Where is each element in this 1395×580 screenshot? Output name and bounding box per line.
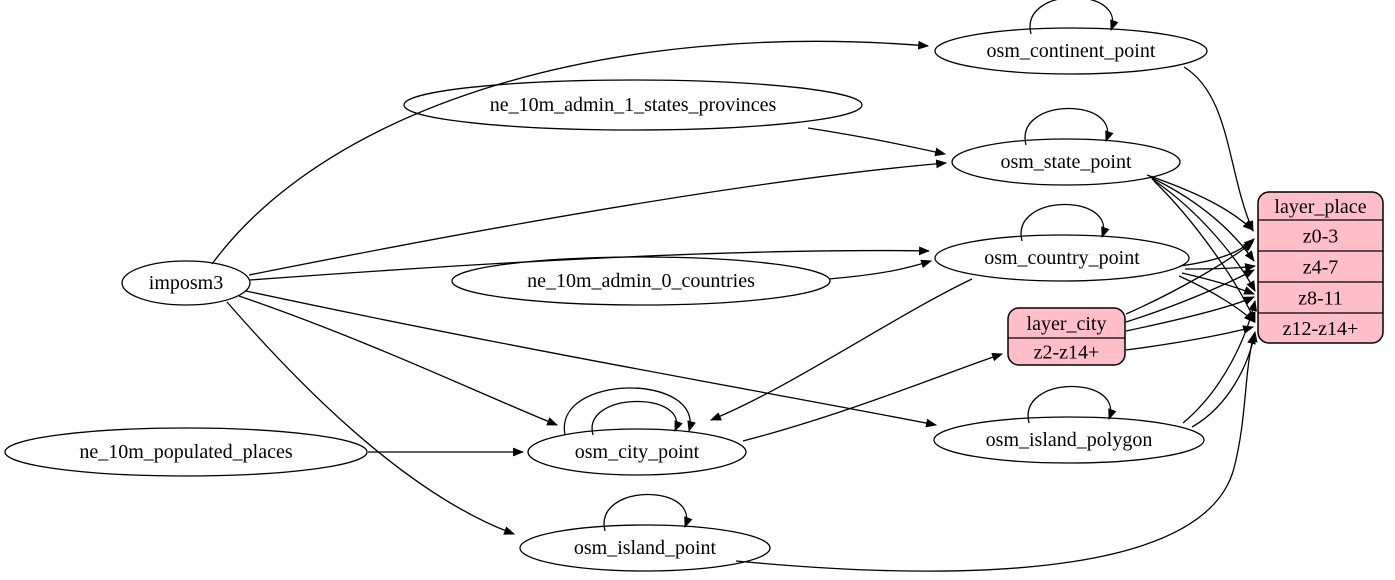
record-row-layer_city-z2-z14+: z2-z14+ [1034,342,1100,364]
edge-osm_state_point-to-layer_place-z0-3 [1146,174,1254,231]
edge-osm_island_polygon-to-layer_place-z12-z14+ [1191,330,1258,428]
node-osm_continent_point [934,27,1208,75]
node-label-osm_city_point: osm_city_point [575,441,700,463]
node-ne_10m_admin_0_countries [451,256,831,306]
edge-osm_state_point-to-layer_place-z8-11 [1151,178,1256,292]
node-ne_10m_populated_places [4,427,368,477]
edge-imposm3-to-osm_city_point [238,295,559,426]
node-label-osm_continent_point: osm_continent_point [987,40,1156,62]
record-row-layer_place-z4-7: z4-7 [1303,257,1339,279]
edge-layer_city-to-layer_place-z4-7 [1125,269,1255,323]
record-layer_place [1257,191,1384,344]
self-loop-osm_state_point [1024,107,1114,146]
edge-imposm3-to-osm_island_point [226,301,516,535]
edge-osm_continent_point-to-layer_place-z0-3 [1183,66,1254,233]
node-label-imposm3: imposm3 [149,272,223,294]
record-title-layer_city: layer_city [1027,313,1107,335]
record-layer_city [1007,307,1126,366]
node-osm_state_point [951,138,1181,186]
node-osm_country_point [934,234,1190,282]
edge-layer_city-to-layer_place-z8-11 [1125,296,1256,332]
node-label-ne_10m_admin_1_states_provinces: ne_10m_admin_1_states_provinces [490,94,777,116]
edge-osm_island_polygon-to-layer_place-z8-11 [1182,299,1258,424]
edge-ne_10m_admin_1_states_provinces-to-osm_state_point [807,127,947,157]
node-label-osm_island_polygon: osm_island_polygon [986,429,1153,451]
self-loop-osm_country_point [1020,203,1110,242]
node-ne_10m_admin_1_states_provinces [403,79,863,131]
node-label-osm_state_point: osm_state_point [1000,151,1132,173]
node-label-osm_country_point: osm_country_point [984,247,1140,269]
edge-osm_country_point-to-layer_place-z4-7 [1184,263,1257,272]
record-row-layer_place-z8-11: z8-11 [1298,288,1343,310]
self-loop-osm_city_point-2 [591,400,683,436]
edge-osm_country_point-to-layer_place-z0-3 [1179,238,1255,267]
node-label-ne_10m_admin_0_countries: ne_10m_admin_0_countries [527,270,755,292]
edge-osm_state_point-to-layer_place-z4-7 [1149,176,1255,262]
edge-ne_10m_admin_0_countries-to-osm_country_point [828,259,933,280]
record-row-layer_place-z12-z14+: z12-z14+ [1283,318,1359,340]
edge-layer_city-to-layer_place-z0-3 [1125,241,1254,315]
edge-imposm3-to-osm_country_point [249,246,931,281]
node-osm_city_point [527,428,747,476]
self-loop-osm_continent_point [1029,0,1119,35]
edge-osm_city_point-to-layer_city-z2-z14+ [742,352,1004,442]
node-label-osm_island_point: osm_island_point [574,537,717,559]
record-title-layer_place: layer_place [1274,196,1366,218]
edge-layer_city-to-layer_place-z12-z14+ [1125,325,1255,351]
node-imposm3 [121,260,251,306]
edge-imposm3-to-osm_island_polygon [245,290,938,428]
edge-imposm3-to-osm_state_point [248,159,948,276]
edge-osm_country_point-to-layer_place-z8-11 [1181,272,1256,295]
record-row-layer_place-z0-3: z0-3 [1303,226,1339,248]
node-label-ne_10m_populated_places: ne_10m_populated_places [79,441,292,463]
edge-osm_island_point-to-layer_place-z12-z14+ [735,332,1256,572]
node-osm_island_polygon [933,416,1205,464]
self-loop-osm_city_point [563,387,696,436]
self-loop-osm_island_polygon [1027,385,1117,424]
edge-osm_country_point-to-osm_city_point [709,278,973,421]
edge-imposm3-to-osm_continent_point [211,40,930,265]
node-osm_island_point [519,524,771,572]
self-loop-osm_island_point [603,493,693,532]
